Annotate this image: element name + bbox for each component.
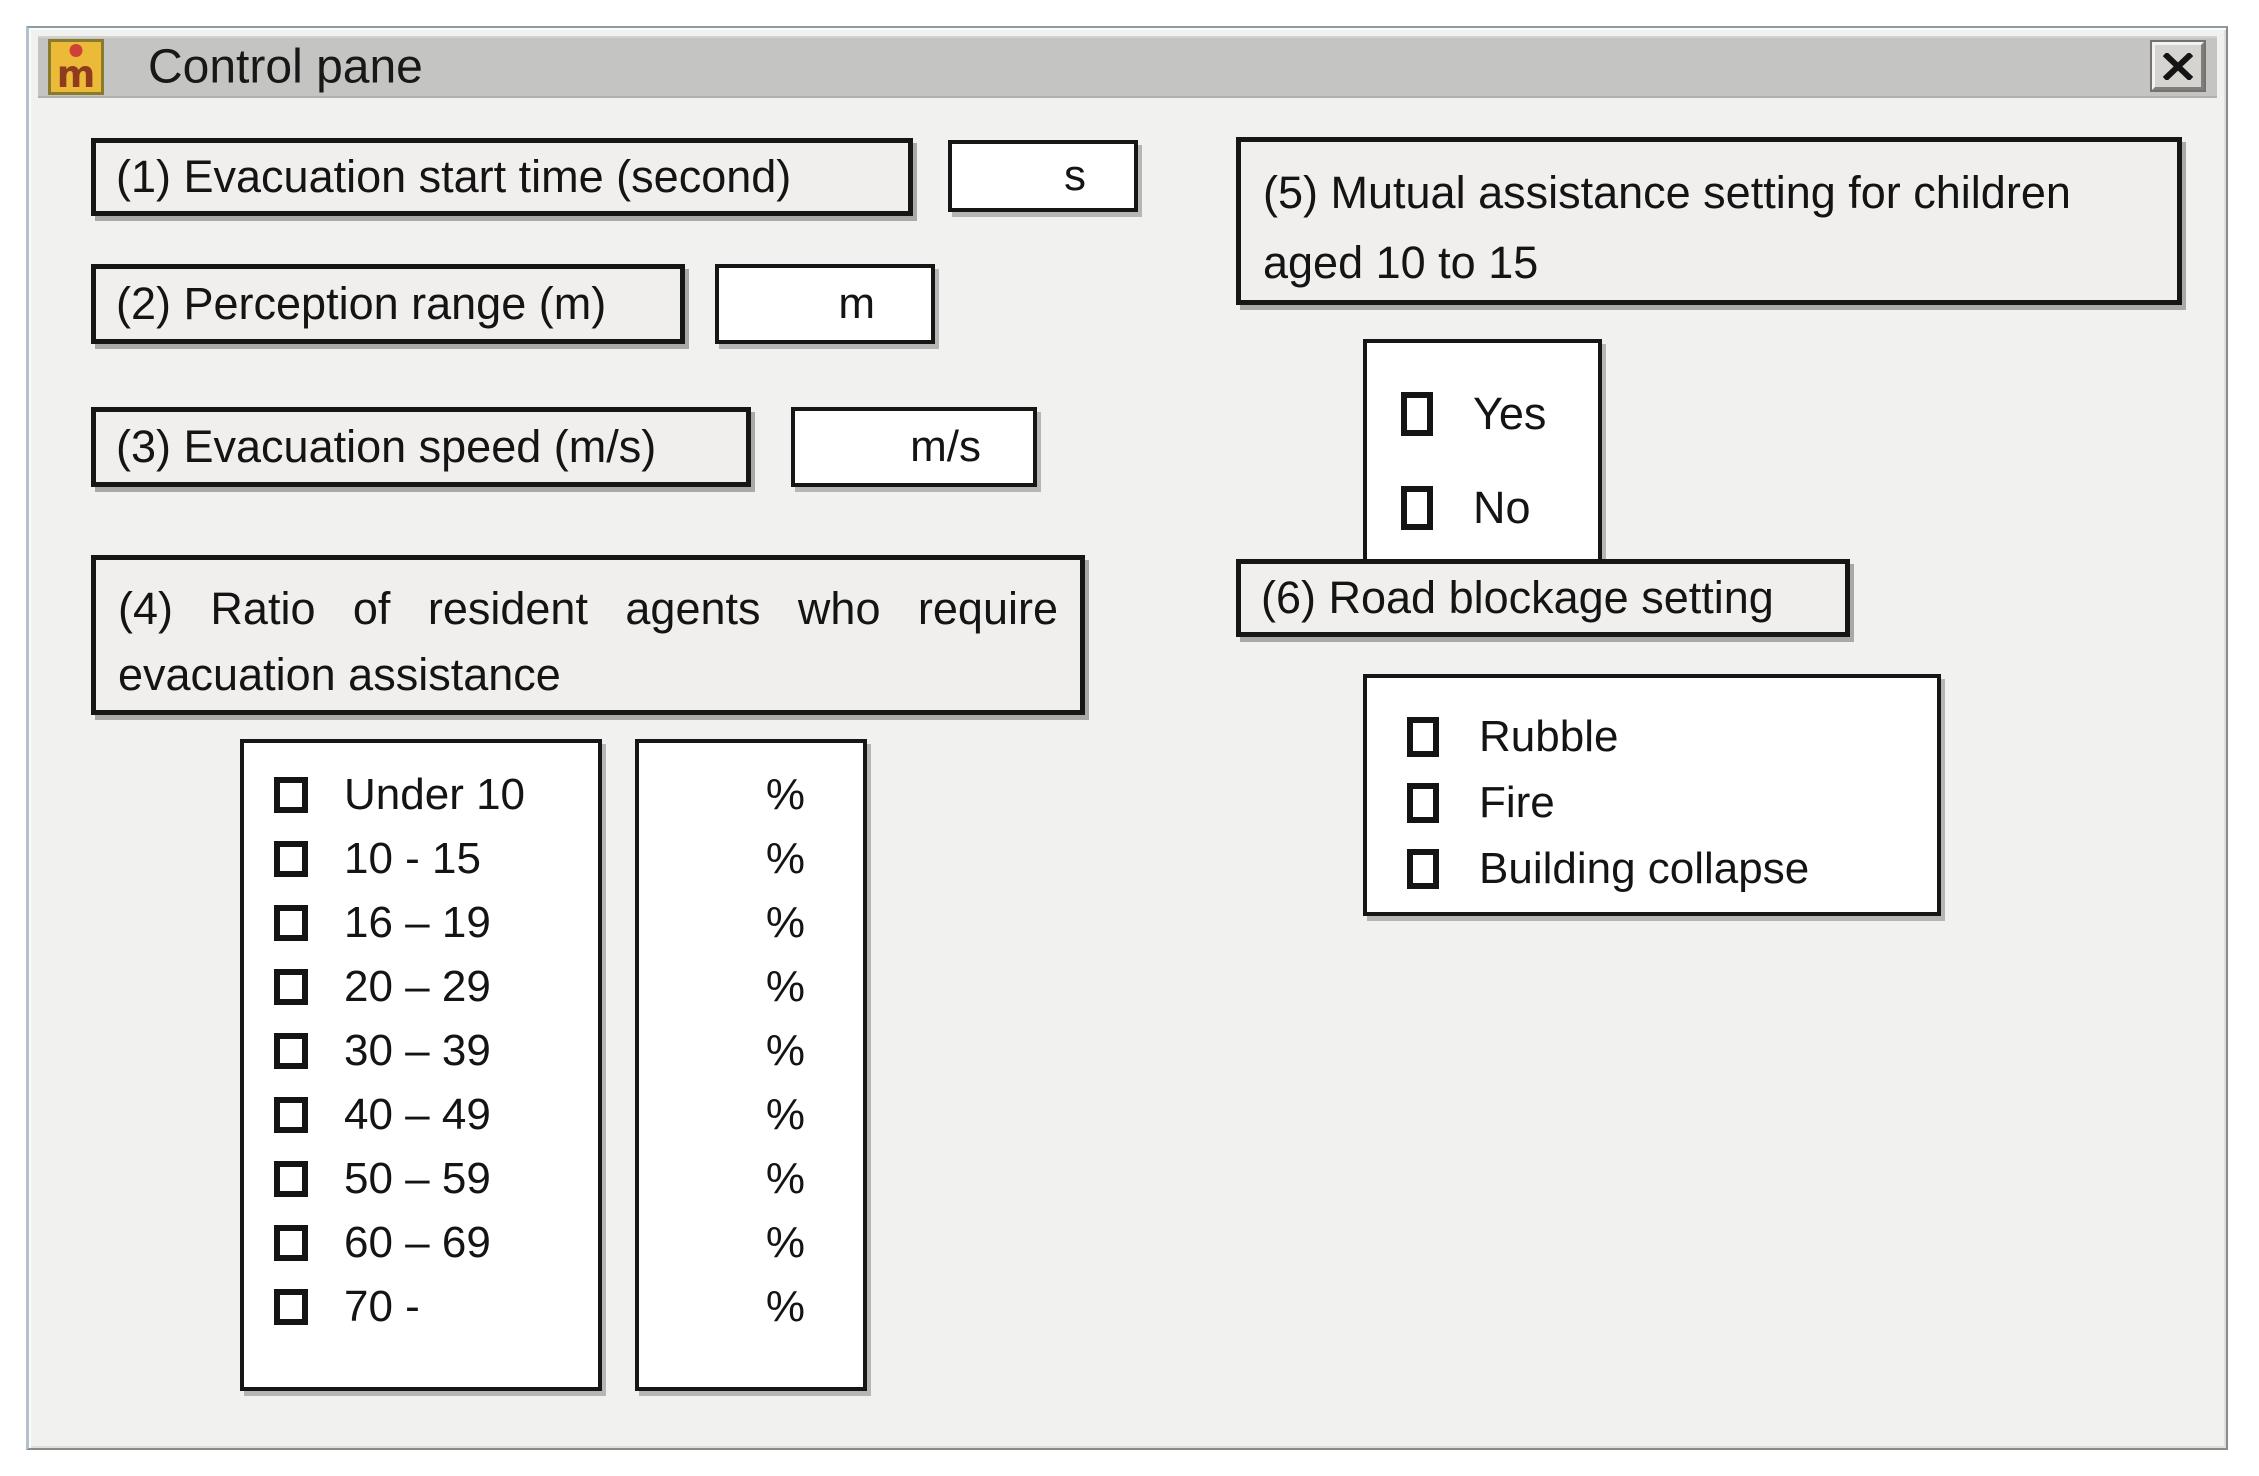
label-line-1: (5) Mutual assistance setting for childr… [1263, 167, 2071, 218]
age-group-row-under10[interactable]: Under 10 [244, 763, 598, 827]
perception-range-input[interactable]: m [715, 264, 935, 344]
label-assistance-ratio: (4) Ratio of resident agents who require… [91, 555, 1085, 715]
percent-unit-label: % [765, 1090, 805, 1139]
percent-unit-label: % [765, 1218, 805, 1267]
option-row-yes[interactable]: Yes [1367, 367, 1598, 461]
checkbox-icon[interactable] [274, 905, 308, 941]
app-icon-letter: m [56, 53, 96, 96]
percent-unit-label: % [765, 1282, 805, 1331]
age-group-row-60-69[interactable]: 60 – 69 [244, 1211, 598, 1275]
label-line-2: evacuation assistance [118, 649, 561, 700]
checkbox-icon[interactable] [1407, 717, 1439, 757]
option-row-fire[interactable]: Fire [1367, 770, 1937, 836]
label-text: (6) Road blockage setting [1261, 572, 1774, 623]
checkbox-icon[interactable] [1401, 392, 1433, 436]
age-group-row-30-39[interactable]: 30 – 39 [244, 1019, 598, 1083]
percent-column: % % % % % % % % % [635, 739, 867, 1391]
percent-field[interactable]: % [639, 827, 863, 891]
unit-label-s: s [1064, 151, 1086, 200]
road-blockage-options: Rubble Fire Building collapse [1363, 674, 1941, 916]
label-perception-range: (2) Perception range (m) [91, 264, 685, 344]
age-group-label: 50 – 59 [344, 1154, 491, 1203]
checkbox-icon[interactable] [1407, 849, 1439, 889]
age-group-label: 10 - 15 [344, 834, 481, 883]
age-group-row-16-19[interactable]: 16 – 19 [244, 891, 598, 955]
unit-label-m: m [838, 279, 875, 328]
percent-field[interactable]: % [639, 763, 863, 827]
checkbox-icon[interactable] [274, 1033, 308, 1069]
checkbox-icon[interactable] [274, 841, 308, 877]
evacuation-start-time-input[interactable]: s [948, 140, 1138, 212]
age-group-row-40-49[interactable]: 40 – 49 [244, 1083, 598, 1147]
percent-field[interactable]: % [639, 1275, 863, 1339]
window-title: Control pane [148, 40, 423, 94]
mutual-assistance-options: Yes No [1363, 339, 1602, 581]
option-row-rubble[interactable]: Rubble [1367, 704, 1937, 770]
title-bar[interactable]: m Control pane [38, 36, 2217, 98]
percent-field[interactable]: % [639, 1147, 863, 1211]
option-label: No [1473, 482, 1531, 533]
percent-unit-label: % [765, 1154, 805, 1203]
percent-unit-label: % [765, 962, 805, 1011]
checkbox-icon[interactable] [1407, 783, 1439, 823]
option-label: Rubble [1479, 712, 1619, 761]
label-evacuation-speed: (3) Evacuation speed (m/s) [91, 407, 751, 487]
close-button[interactable] [2150, 40, 2206, 92]
app-icon-dot [69, 44, 83, 57]
age-group-label: 70 - [344, 1282, 420, 1331]
percent-field[interactable]: % [639, 1019, 863, 1083]
option-row-no[interactable]: No [1367, 461, 1598, 555]
label-road-blockage: (6) Road blockage setting [1236, 559, 1850, 637]
age-group-row-50-59[interactable]: 50 – 59 [244, 1147, 598, 1211]
label-mutual-assistance: (5) Mutual assistance setting for childr… [1236, 137, 2182, 305]
option-label: Fire [1479, 778, 1555, 827]
option-label: Yes [1473, 388, 1547, 439]
option-label: Building collapse [1479, 844, 1810, 893]
age-group-label: 16 – 19 [344, 898, 491, 947]
percent-unit-label: % [765, 834, 805, 883]
label-text: (2) Perception range (m) [116, 278, 607, 329]
label-evacuation-start-time: (1) Evacuation start time (second) [91, 138, 913, 216]
close-icon [2163, 52, 2193, 80]
checkbox-icon[interactable] [274, 969, 308, 1005]
app-icon: m [48, 39, 104, 95]
checkbox-icon[interactable] [274, 1225, 308, 1261]
percent-unit-label: % [765, 770, 805, 819]
label-line-2: aged 10 to 15 [1263, 237, 1539, 288]
percent-unit-label: % [765, 1026, 805, 1075]
evacuation-speed-input[interactable]: m/s [791, 407, 1037, 487]
control-pane-window: m Control pane (1) Evacuation start time… [26, 26, 2228, 1450]
age-group-label: 40 – 49 [344, 1090, 491, 1139]
label-text: (1) Evacuation start time (second) [116, 151, 792, 202]
age-group-label: 30 – 39 [344, 1026, 491, 1075]
checkbox-icon[interactable] [274, 777, 308, 813]
age-group-list: Under 10 10 - 15 16 – 19 20 – 29 30 – 39… [240, 739, 602, 1391]
percent-field[interactable]: % [639, 955, 863, 1019]
option-row-building-collapse[interactable]: Building collapse [1367, 836, 1937, 902]
label-line-1: (4) Ratio of resident agents who require [118, 583, 1058, 634]
age-group-label: 20 – 29 [344, 962, 491, 1011]
age-group-row-70plus[interactable]: 70 - [244, 1275, 598, 1339]
percent-field[interactable]: % [639, 1083, 863, 1147]
checkbox-icon[interactable] [274, 1161, 308, 1197]
checkbox-icon[interactable] [1401, 486, 1433, 530]
age-group-label: 60 – 69 [344, 1218, 491, 1267]
label-text: (3) Evacuation speed (m/s) [116, 421, 657, 472]
age-group-label: Under 10 [344, 770, 526, 819]
unit-label-ms: m/s [910, 422, 981, 471]
checkbox-icon[interactable] [274, 1289, 308, 1325]
percent-field[interactable]: % [639, 891, 863, 955]
checkbox-icon[interactable] [274, 1097, 308, 1133]
age-group-row-20-29[interactable]: 20 – 29 [244, 955, 598, 1019]
percent-unit-label: % [765, 898, 805, 947]
percent-field[interactable]: % [639, 1211, 863, 1275]
age-group-row-10-15[interactable]: 10 - 15 [244, 827, 598, 891]
